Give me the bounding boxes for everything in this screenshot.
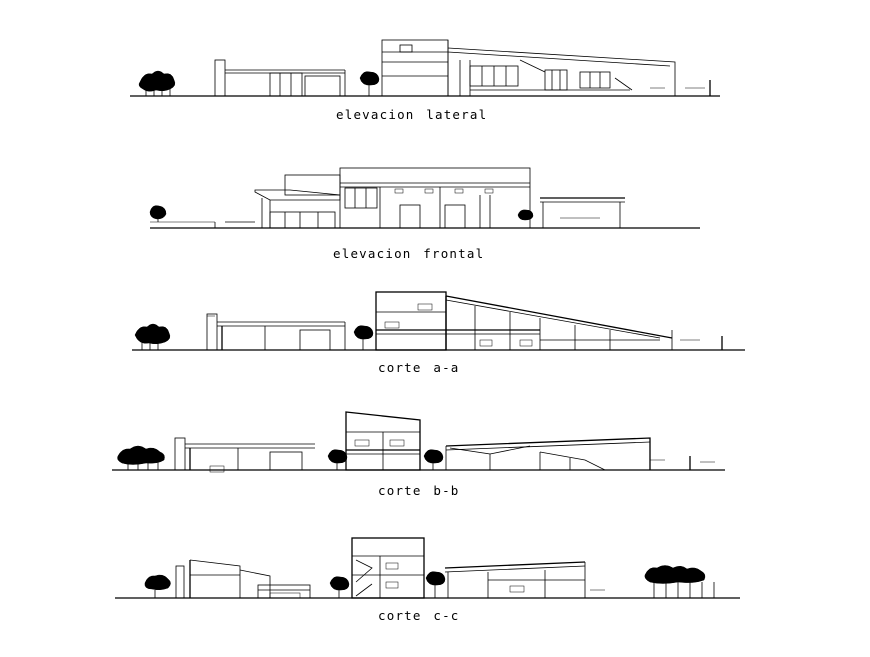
tree-group (117, 445, 165, 465)
tree (425, 571, 446, 586)
elevation-lateral (130, 39, 720, 97)
tree-group (134, 323, 171, 345)
section-a-a (132, 291, 745, 351)
tree-group (138, 70, 176, 96)
caption-corte-b-b: corte b-b (378, 483, 460, 498)
tree (329, 576, 350, 591)
tree (144, 574, 171, 591)
main-block (381, 39, 449, 97)
section-block (345, 411, 421, 471)
tree (327, 449, 348, 464)
section-b-b (112, 411, 725, 473)
section-block (375, 291, 447, 351)
tree (149, 205, 167, 220)
caption-elevacion-lateral: elevacion lateral (336, 107, 487, 122)
tree-group (644, 565, 706, 584)
section-c-c (115, 537, 740, 599)
tree (423, 449, 444, 464)
caption-corte-c-c: corte c-c (378, 608, 460, 623)
stair-block (351, 537, 425, 599)
tree (353, 325, 374, 340)
caption-corte-a-a: corte a-a (378, 360, 460, 375)
caption-elevacion-frontal: elevacion frontal (333, 246, 484, 261)
tree (359, 71, 380, 86)
wall-block (214, 59, 226, 97)
elevation-frontal (149, 167, 700, 229)
main-block (339, 167, 531, 229)
tree (517, 209, 534, 221)
